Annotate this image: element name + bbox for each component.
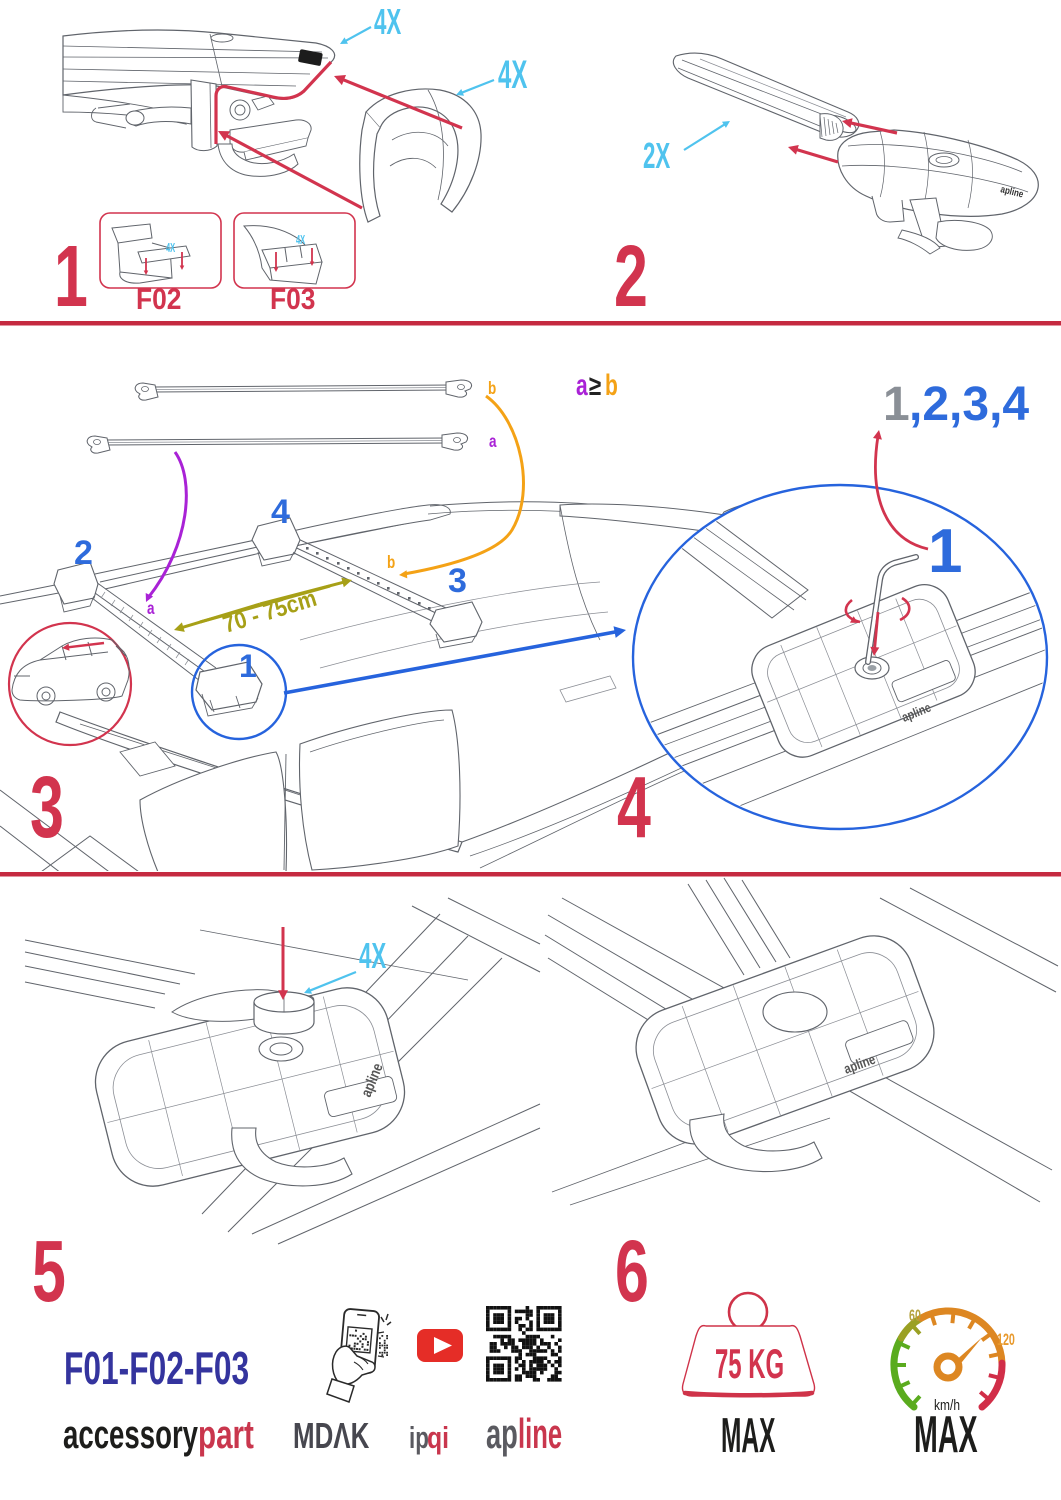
svg-text:3: 3: [448, 562, 467, 600]
svg-text:qi: qi: [427, 1420, 449, 1454]
svg-text:line: line: [518, 1412, 562, 1458]
svg-text:a: a: [147, 599, 155, 618]
svg-text:F02: F02: [136, 281, 181, 315]
svg-text:4X: 4X: [166, 241, 175, 256]
svg-text:MAX: MAX: [721, 1409, 776, 1463]
svg-text:4X: 4X: [498, 52, 527, 97]
svg-text:a: a: [489, 432, 497, 451]
svg-text:4: 4: [271, 493, 290, 531]
svg-text:5: 5: [32, 1222, 66, 1319]
svg-text:,2,3,4: ,2,3,4: [909, 378, 1029, 431]
svg-text:MDΛK: MDΛK: [293, 1416, 370, 1456]
svg-text:4X: 4X: [296, 233, 305, 248]
svg-text:1: 1: [239, 648, 257, 684]
svg-text:4X: 4X: [374, 3, 401, 43]
svg-text:b: b: [387, 553, 395, 572]
svg-text:1: 1: [883, 378, 910, 431]
svg-text:a: a: [576, 370, 588, 402]
svg-text:apline: apline: [999, 183, 1024, 199]
svg-text:F03: F03: [270, 281, 315, 315]
svg-text:ap: ap: [486, 1410, 518, 1457]
svg-text:2X: 2X: [643, 137, 670, 177]
svg-text:ip: ip: [409, 1420, 429, 1454]
svg-text:1: 1: [928, 517, 962, 586]
svg-text:1: 1: [54, 227, 88, 324]
svg-text:2: 2: [614, 227, 648, 324]
svg-text:2: 2: [74, 534, 93, 572]
svg-text:part: part: [198, 1413, 254, 1457]
svg-text:accessory: accessory: [63, 1413, 198, 1457]
svg-text:6: 6: [615, 1222, 649, 1319]
svg-text:3: 3: [30, 758, 64, 855]
svg-text:MAX: MAX: [914, 1405, 978, 1463]
svg-text:120: 120: [997, 1331, 1015, 1350]
svg-text:km/h: km/h: [934, 1397, 960, 1414]
svg-text:75 KG: 75 KG: [715, 1341, 784, 1388]
svg-text:b: b: [488, 379, 496, 398]
svg-text:60: 60: [909, 1307, 921, 1326]
svg-text:F01-F02-F03: F01-F02-F03: [64, 1343, 249, 1394]
svg-text:≥: ≥: [589, 371, 601, 402]
svg-text:b: b: [605, 370, 618, 402]
svg-text:4X: 4X: [359, 937, 386, 977]
svg-text:4: 4: [617, 758, 651, 855]
